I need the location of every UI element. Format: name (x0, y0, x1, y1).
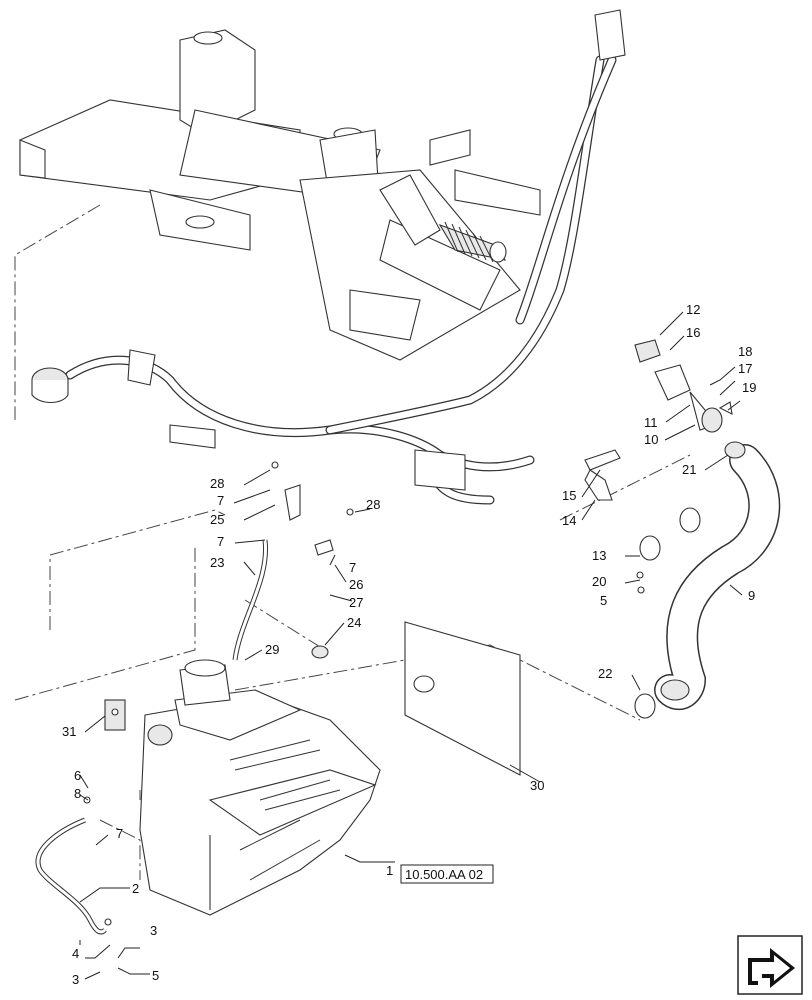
chassis-frame (19, 29, 541, 361)
callout-label: 18 (738, 344, 752, 359)
hose-clamps (634, 507, 701, 719)
small-fittings (271, 461, 354, 659)
breather-tube (35, 539, 269, 935)
callout-label: 28 (366, 497, 380, 512)
fuel-tank (139, 659, 381, 916)
callout-label: 13 (592, 548, 606, 563)
callout-label: 10 (644, 432, 658, 447)
callout-label: 3 (72, 972, 79, 987)
callout-label: 20 (592, 574, 606, 589)
next-page-arrow-icon[interactable] (737, 935, 803, 995)
callout-label: 7 (217, 534, 224, 549)
callout-label: 24 (347, 615, 361, 630)
callout-label: 5 (600, 593, 607, 608)
air-intake-hose (438, 221, 507, 263)
callout-label: 16 (686, 325, 700, 340)
callout-label: 11 (644, 415, 658, 430)
callout-label: 28 (210, 476, 224, 491)
callout-label: 29 (265, 642, 279, 657)
callout-label: 15 (562, 488, 576, 503)
callout-label: 6 (74, 768, 81, 783)
wiring-harness (31, 9, 626, 505)
callout-label: 27 (349, 595, 363, 610)
callout-label: 23 (210, 555, 224, 570)
reference-box-label: 10.500.AA 02 (405, 867, 483, 882)
callout-label: 7 (217, 493, 224, 508)
callout-label: 25 (210, 512, 224, 527)
reference-box[interactable]: 10.500.AA 02 (400, 864, 494, 884)
callout-label: 31 (62, 724, 76, 739)
leader-lines (79, 311, 743, 980)
callout-labels: 1 2 3 3 4 5 5 6 7 7 7 7 8 9 10 11 12 13 … (62, 302, 756, 987)
callout-label: 3 (150, 923, 157, 938)
callout-label: 9 (748, 588, 755, 603)
callout-label: 4 (72, 946, 79, 961)
callout-label: 19 (742, 380, 756, 395)
callout-label: 5 (152, 968, 159, 983)
callout-label: 17 (738, 361, 752, 376)
callout-label: 30 (530, 778, 544, 793)
callout-label: 22 (598, 666, 612, 681)
callout-label: 1 (386, 863, 393, 878)
callout-label: 21 (682, 462, 696, 477)
bracket-14-15 (584, 449, 621, 501)
insulation-sheet (404, 621, 521, 776)
callout-label: 7 (349, 560, 356, 575)
callout-label: 14 (562, 513, 576, 528)
assembly-lines (14, 204, 691, 880)
callout-label: 12 (686, 302, 700, 317)
decal-31 (104, 699, 126, 731)
filler-hose (654, 441, 781, 711)
filler-assembly (634, 339, 733, 433)
callout-label: 7 (116, 826, 123, 841)
callout-label: 26 (349, 577, 363, 592)
callout-label: 2 (132, 881, 139, 896)
callout-label: 8 (74, 786, 81, 801)
